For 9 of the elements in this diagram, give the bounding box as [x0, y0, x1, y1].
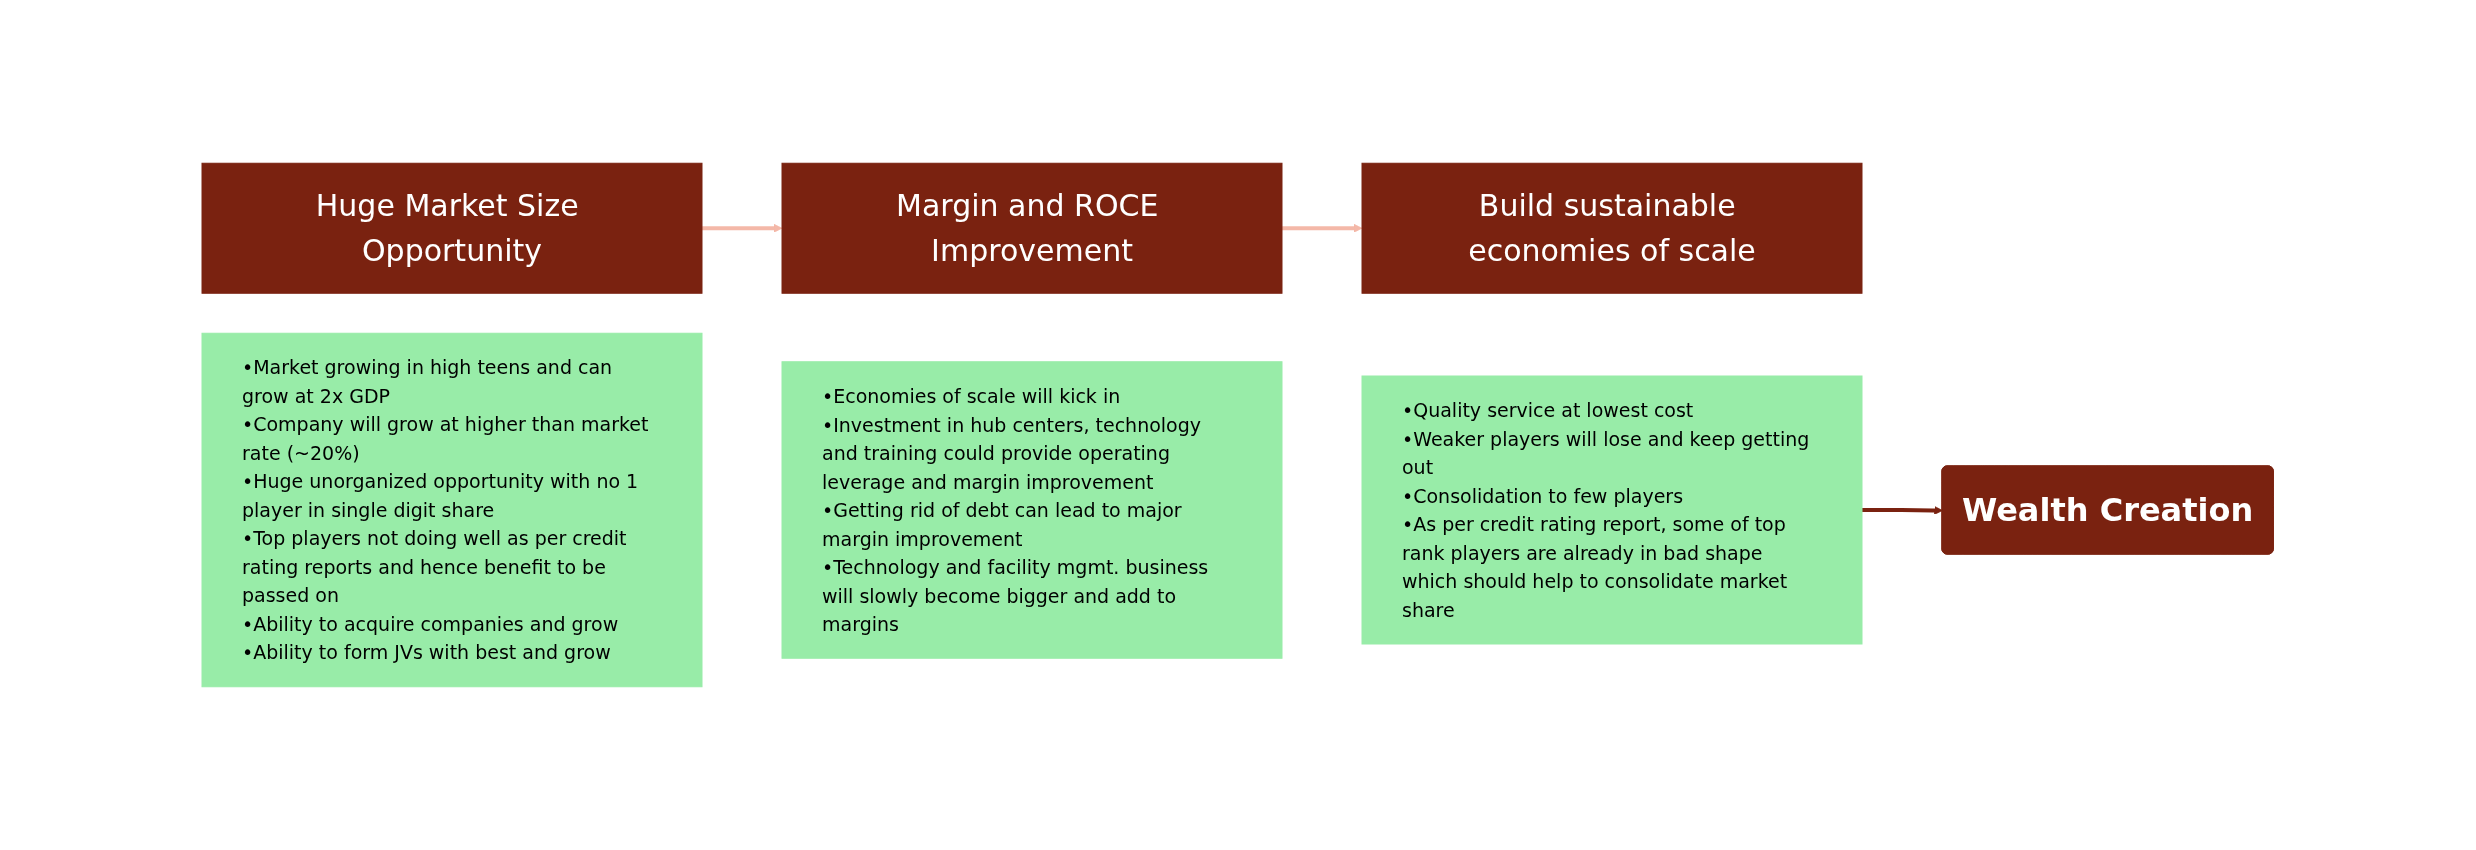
node-box: Build sustainable economies of scale [1361, 162, 1863, 294]
node-box: •Quality service at lowest cost •Weaker players will lose and keep getting out •Consolidation to few players •As per credit rating report, some of top rank players are already in bad shape which should help to consolidate market share [1361, 375, 1863, 645]
arrow [1862, 506, 1944, 515]
node-box: •Market growing in high teens and can grow at 2x GDP •Company will grow at higher than market rate (~20%) •Huge unorganized opportunity with no 1 player in single digit share •Top players not doing well as per credit rating reports and hence benefit to be passed on •Ability to acquire companies and grow •Ability to form JVs with best and grow [201, 332, 703, 688]
node-box: •Economies of scale will kick in •Investment in hub centers, technology and training could provide operating leverage and margin improvement •Getting rid of debt can lead to major margin improvement •Technology and facility mgmt. business will slowly become bigger and add to margins [781, 361, 1283, 659]
node-box: Margin and ROCE Improvement [781, 162, 1283, 294]
arrow [702, 223, 783, 233]
node-box: Huge Market Size Opportunity [201, 162, 703, 294]
arrow [1282, 223, 1363, 233]
